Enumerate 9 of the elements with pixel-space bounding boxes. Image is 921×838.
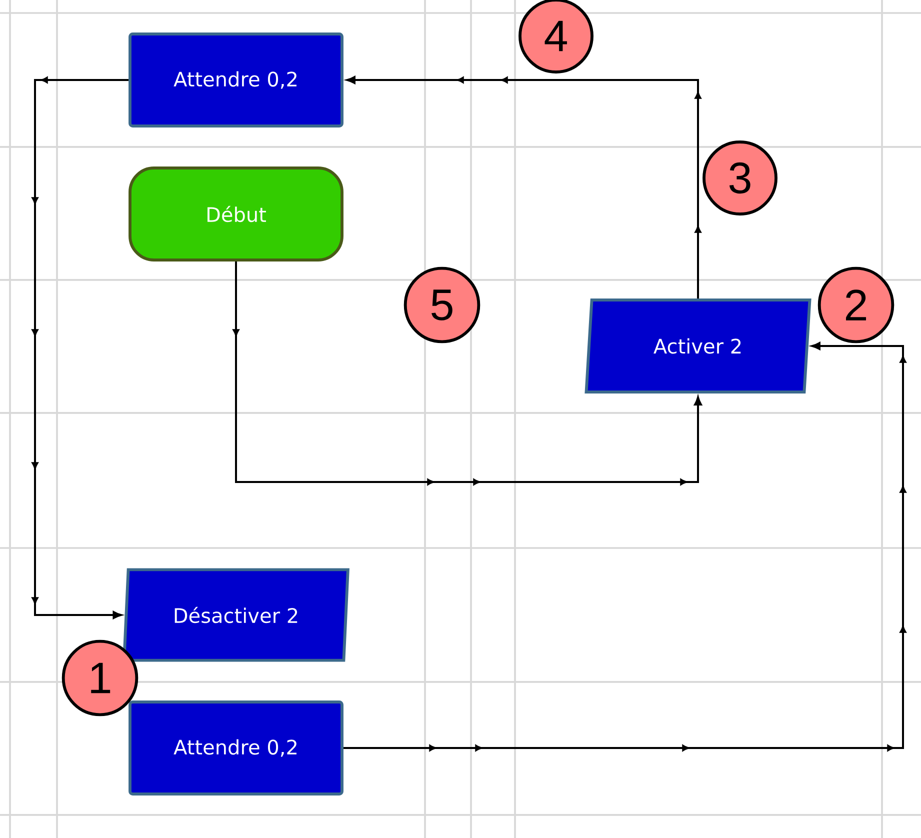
arrow: [32, 76, 129, 619]
arrow: [343, 342, 906, 752]
process-box: Attendre 0,2: [128, 700, 344, 796]
arrow: [346, 76, 702, 299]
process-box: Attendre 0,2: [128, 32, 344, 128]
parallelogram-box: Désactiver 2: [122, 568, 350, 662]
parallelogram-box: Activer 2: [584, 298, 812, 394]
arrow: [232, 261, 702, 486]
start-terminal: Début: [128, 166, 344, 262]
